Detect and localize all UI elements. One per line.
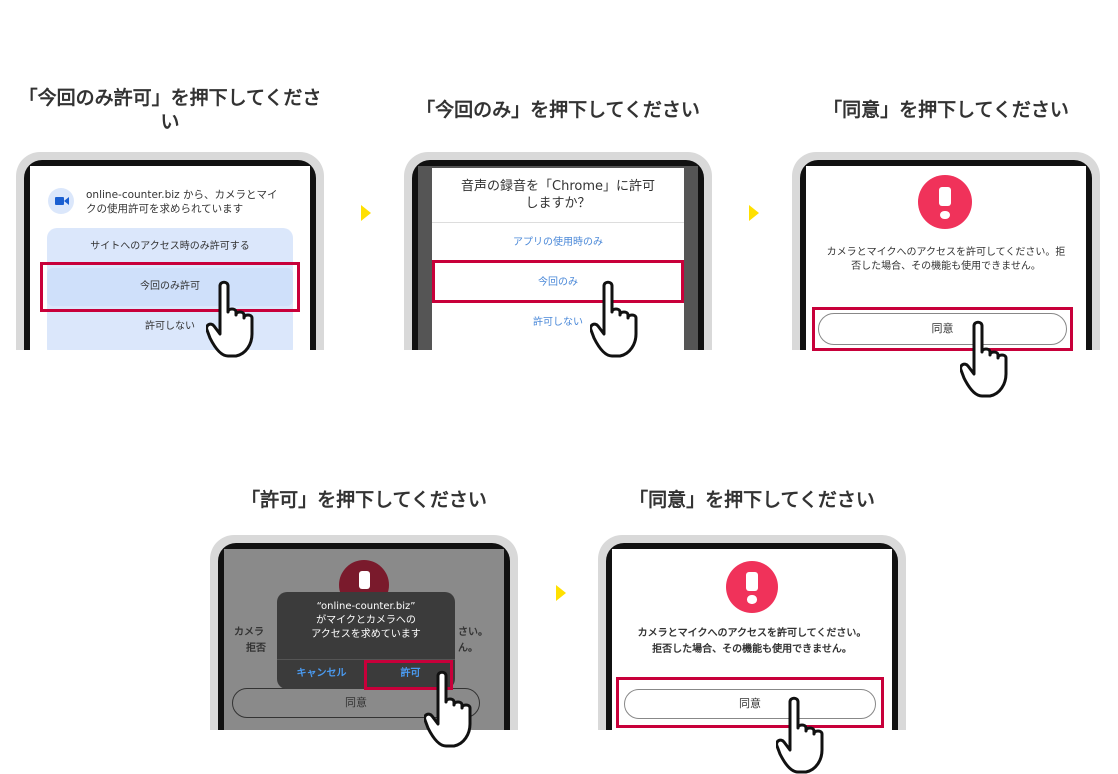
dialog-line: がマイクとカメラへの <box>316 615 416 626</box>
video-camera-icon <box>48 188 74 214</box>
step3-title: 「同意」を押下してください <box>823 99 1069 121</box>
bg-message: カメラ <box>234 627 264 638</box>
step2-title: 「今回のみ」を押下してください <box>416 99 700 121</box>
pointing-hand-icon <box>776 696 838 774</box>
pointing-hand-icon <box>206 280 268 358</box>
allow-button[interactable]: 許可 <box>400 668 421 679</box>
step4-highlight <box>364 660 453 690</box>
permission-message-line1: カメラとマイクへのアクセスを許可してください。 <box>637 628 867 639</box>
while-using-app-button[interactable]: アプリの使用時のみ <box>513 237 603 248</box>
pointing-hand-icon <box>424 670 486 748</box>
step2-highlight <box>432 260 684 303</box>
next-arrow-icon <box>361 205 371 221</box>
bg-message: さい。 <box>458 627 488 638</box>
step5-title: 「同意」を押下してください <box>629 489 875 511</box>
dialog-title: 音声の録音を「Chrome」に許可しますか？ <box>461 179 655 211</box>
only-this-time-button[interactable]: 今回のみ <box>538 277 578 288</box>
next-arrow-icon <box>556 585 566 601</box>
step3-phone: カメラとマイクへのアクセスを許可してください。拒否した場合、その機能も使用できま… <box>792 152 1100 350</box>
step1-screen: online-counter.biz から、カメラとマイクの使用許可を求められて… <box>30 166 310 350</box>
step5-highlight <box>616 677 884 728</box>
allow-this-time-button[interactable]: 今回のみ許可 <box>140 281 200 292</box>
step3-highlight <box>812 307 1073 351</box>
cancel-button[interactable]: キャンセル <box>296 668 347 679</box>
dont-allow-button[interactable]: 許可しない <box>533 317 583 328</box>
alert-icon <box>918 175 972 229</box>
step1-highlight <box>40 262 300 312</box>
permission-message: カメラとマイクへのアクセスを許可してください。拒否した場合、その機能も使用できま… <box>826 247 1066 272</box>
agree-button[interactable]: 同意 <box>818 313 1067 345</box>
step5-phone: カメラとマイクへのアクセスを許可してください。 拒否した場合、その機能も使用でき… <box>598 535 906 730</box>
pointing-hand-icon <box>960 320 1022 398</box>
step4-title: 「許可」を押下してください <box>241 489 487 511</box>
alert-icon <box>726 561 778 613</box>
dont-allow-button[interactable]: 許可しない <box>145 321 195 332</box>
allow-while-visiting-button[interactable]: サイトへのアクセス時のみ許可する <box>90 241 250 252</box>
bg-message: 拒否 <box>246 643 266 654</box>
step1-title: 「今回のみ許可」を押下してください <box>18 87 322 133</box>
permission-text: online-counter.biz から、カメラとマイクの使用許可を求められて… <box>86 189 278 215</box>
dialog-line: “online-counter.biz” <box>316 601 416 612</box>
step1-phone: online-counter.biz から、カメラとマイクの使用許可を求められて… <box>16 152 324 350</box>
step2-phone: 音声の録音を「Chrome」に許可しますか？ アプリの使用時のみ 今回のみ 許可… <box>404 152 712 350</box>
next-arrow-icon <box>749 205 759 221</box>
permission-message-line2: 拒否した場合、その機能も使用できません。 <box>652 644 852 655</box>
bg-message: ん。 <box>458 643 478 654</box>
agree-button[interactable]: 同意 <box>624 689 876 719</box>
pointing-hand-icon <box>590 280 652 358</box>
dialog-line: アクセスを求めています <box>311 629 421 640</box>
